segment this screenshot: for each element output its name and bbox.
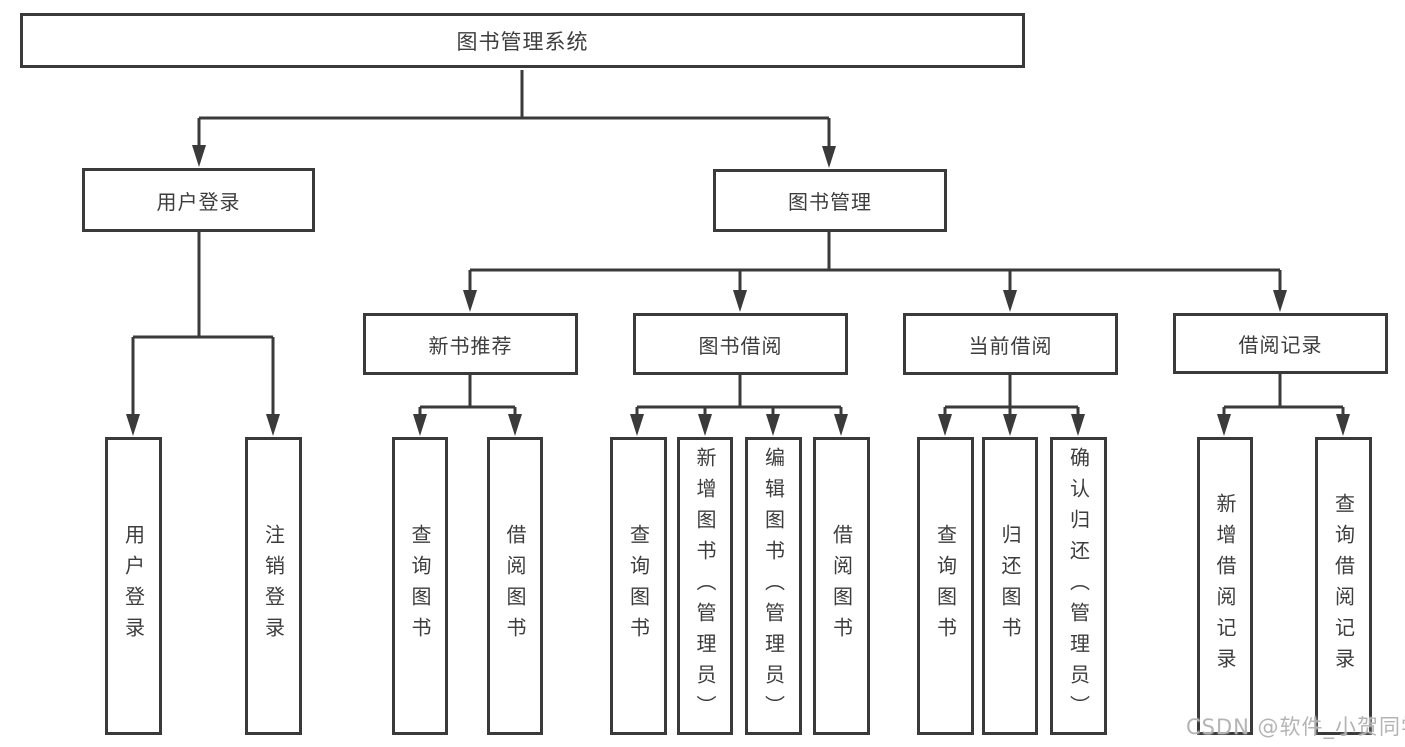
node-label: 新书推荐 bbox=[428, 333, 513, 358]
node-label: 图书管理 bbox=[788, 190, 872, 214]
arrowheads bbox=[126, 145, 1350, 436]
node-label: 借阅记录 bbox=[1238, 333, 1323, 357]
leaf-label: 查询图书 bbox=[626, 524, 651, 648]
leaf-user-login: 用户登录 bbox=[105, 437, 162, 735]
leaf-label: 查询图书 bbox=[408, 524, 432, 648]
leaf-label: 借阅图书 bbox=[503, 524, 527, 648]
csdn-watermark: CSDN @软件_小贺同学 bbox=[1186, 715, 1405, 739]
node-label: 图书借阅 bbox=[698, 333, 783, 358]
node-library-management-system: 图书管理系统 bbox=[20, 13, 1025, 68]
node-book-borrowing: 图书借阅 bbox=[633, 313, 848, 375]
leaf-label: 归还图书 bbox=[998, 524, 1022, 648]
leaf-label: 用户登录 bbox=[121, 524, 146, 648]
node-current-borrowing: 当前借阅 bbox=[903, 313, 1118, 375]
leaf-edit-books-admin: 编辑图书（管理员） bbox=[745, 437, 802, 735]
node-borrowing-records: 借阅记录 bbox=[1173, 313, 1388, 374]
leaf-logout: 注销登录 bbox=[245, 437, 302, 735]
leaf-query-books-current: 查询图书 bbox=[917, 437, 974, 735]
node-new-book-recommendation: 新书推荐 bbox=[363, 313, 578, 375]
leaf-add-books-admin: 新增图书（管理员） bbox=[677, 437, 733, 735]
leaf-query-books-recommend: 查询图书 bbox=[392, 437, 448, 735]
leaf-label: 查询图书 bbox=[933, 524, 958, 648]
leaf-label: 新增借阅记录 bbox=[1213, 493, 1237, 679]
node-user-login: 用户登录 bbox=[82, 168, 315, 232]
leaf-borrow-books: 借阅图书 bbox=[813, 437, 870, 735]
leaf-label: 查询借阅记录 bbox=[1331, 493, 1356, 679]
leaf-label: 确认归还（管理员） bbox=[1066, 446, 1091, 726]
leaf-query-books-borrowing: 查询图书 bbox=[610, 437, 667, 735]
node-label: 图书管理系统 bbox=[456, 29, 589, 54]
node-label: 用户登录 bbox=[156, 189, 241, 214]
leaf-confirm-return-admin: 确认归还（管理员） bbox=[1050, 437, 1107, 735]
leaf-query-borrow-record: 查询借阅记录 bbox=[1315, 437, 1372, 735]
leaf-borrow-books-recommend: 借阅图书 bbox=[487, 437, 543, 735]
leaf-label: 借阅图书 bbox=[829, 524, 854, 648]
node-book-management: 图书管理 bbox=[713, 169, 947, 232]
leaf-label: 编辑图书（管理员） bbox=[761, 446, 786, 726]
leaf-add-borrow-record: 新增借阅记录 bbox=[1197, 437, 1253, 735]
leaf-label: 新增图书（管理员） bbox=[693, 446, 717, 726]
node-label: 当前借阅 bbox=[968, 333, 1053, 358]
leaf-label: 注销登录 bbox=[261, 524, 286, 648]
leaf-return-books: 归还图书 bbox=[982, 437, 1038, 735]
